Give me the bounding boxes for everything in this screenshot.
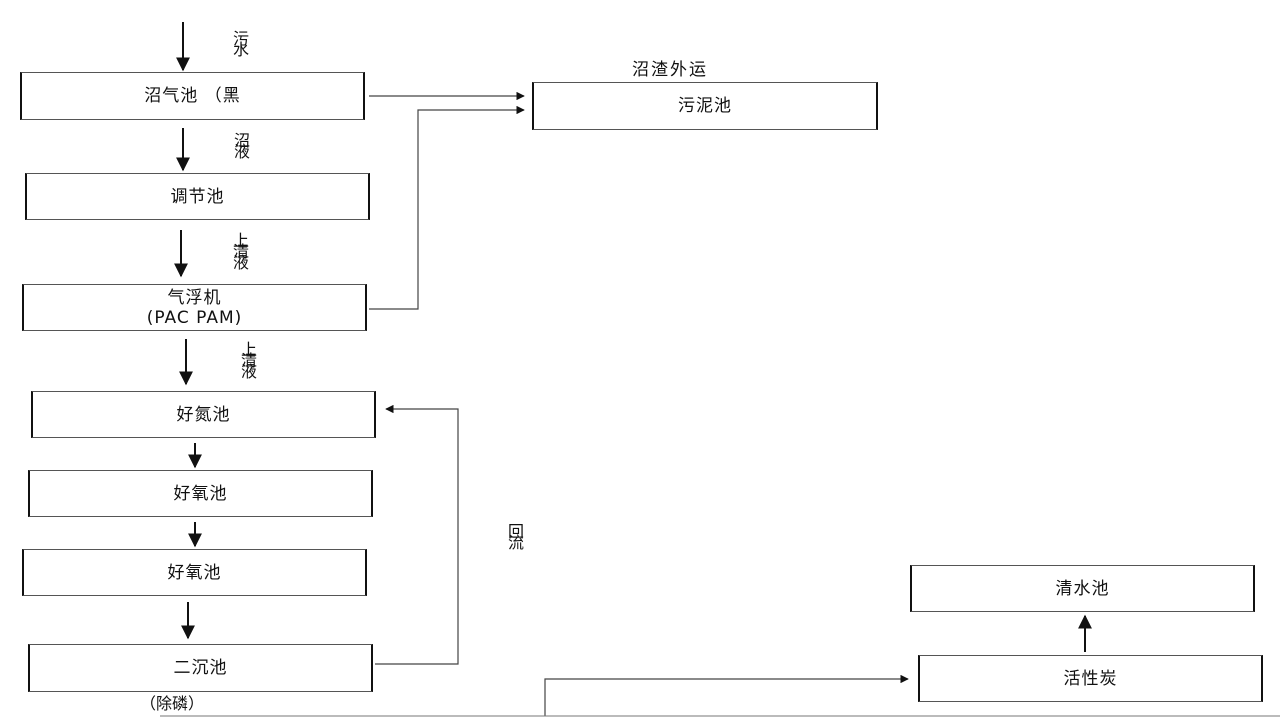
anoxic-tank-box: 好氮池 [31,391,376,438]
supernatant-label-1: 上清液 [232,231,249,272]
residue-outbound-label: 沼渣外运 [632,60,708,80]
air-flotation-chemicals-label: (PAC PAM) [146,307,243,328]
air-flotation-label: 气浮机 [167,287,222,308]
sludge-tank-box: 污泥池 [532,82,878,130]
aerobic-tank-1-label: 好氧池 [173,483,228,504]
regulating-tank-label: 调节池 [170,186,225,207]
arrow-airfloat-to-sludge [369,105,525,310]
activated-carbon-box: 活性炭 [918,655,1263,702]
regulating-tank-box: 调节池 [25,173,370,220]
clear-water-tank-box: 清水池 [910,565,1255,612]
clear-water-tank-label: 清水池 [1055,578,1110,599]
biogas-digester-box: 沼气池 （黑 [20,72,365,120]
sludge-tank-label: 污泥池 [678,96,732,116]
wastewater-label: 污水 [232,29,249,59]
reflux-label: 回流 [507,522,524,552]
secondary-clarifier-box: 二沉池 [28,644,373,692]
aerobic-tank-2-box: 好氧池 [22,549,367,596]
activated-carbon-label: 活性炭 [1063,668,1118,689]
anoxic-tank-label: 好氮池 [176,404,231,425]
aerobic-tank-2-label: 好氧池 [167,562,222,583]
phosphorus-removal-label: （除磷） [140,694,205,713]
arrow-feed-to-carbon [544,674,909,716]
supernatant-label-2: 上清液 [240,340,257,381]
secondary-clarifier-label: 二沉池 [173,658,228,678]
biogas-liquid-label: 沼液 [233,131,250,161]
biogas-digester-label: 沼气池 （黑 [144,86,241,106]
arrow-reflux-loop [375,404,459,665]
air-flotation-box: 气浮机 (PAC PAM) [22,284,367,331]
aerobic-tank-1-box: 好氧池 [28,470,373,517]
